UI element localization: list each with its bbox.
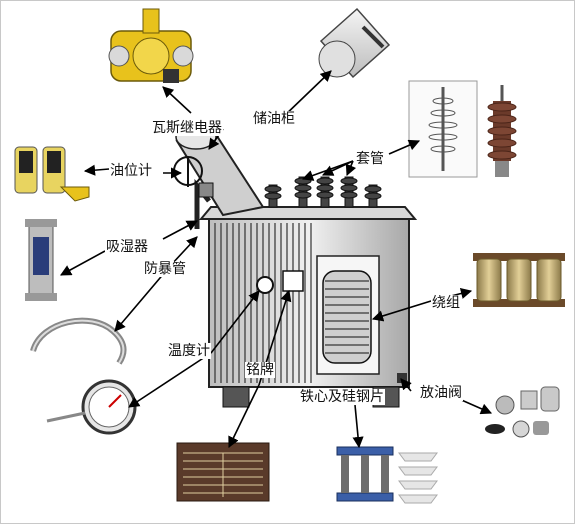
gas-relay-picture	[108, 8, 194, 83]
label-explosion-vent: 防暴管	[143, 261, 187, 277]
breather-picture	[25, 219, 57, 301]
transformer-main-drawing	[173, 124, 418, 408]
label-winding: 绕组	[431, 295, 461, 311]
label-conservator: 储油柜	[252, 111, 296, 127]
label-drain-valve: 放油阀	[419, 385, 463, 401]
oil-level-gauge-picture	[14, 146, 90, 202]
drain-valve-picture	[485, 386, 560, 438]
label-bushing: 套管	[355, 151, 385, 167]
label-core: 铁心及硅钢片	[299, 389, 385, 405]
core-picture	[336, 446, 438, 504]
bushing-picture	[408, 80, 517, 178]
label-gas-relay: 瓦斯继电器	[151, 120, 223, 136]
label-nameplate: 铭牌	[245, 362, 275, 378]
nameplate-picture	[176, 442, 270, 502]
label-breather: 吸湿器	[105, 239, 149, 255]
label-oil-level-gauge: 油位计	[109, 163, 153, 179]
thermometer-picture	[46, 379, 137, 435]
explosion-vent-picture	[30, 317, 127, 365]
conservator-picture	[318, 7, 391, 79]
winding-picture	[473, 253, 565, 307]
label-thermometer: 温度计	[167, 343, 211, 359]
